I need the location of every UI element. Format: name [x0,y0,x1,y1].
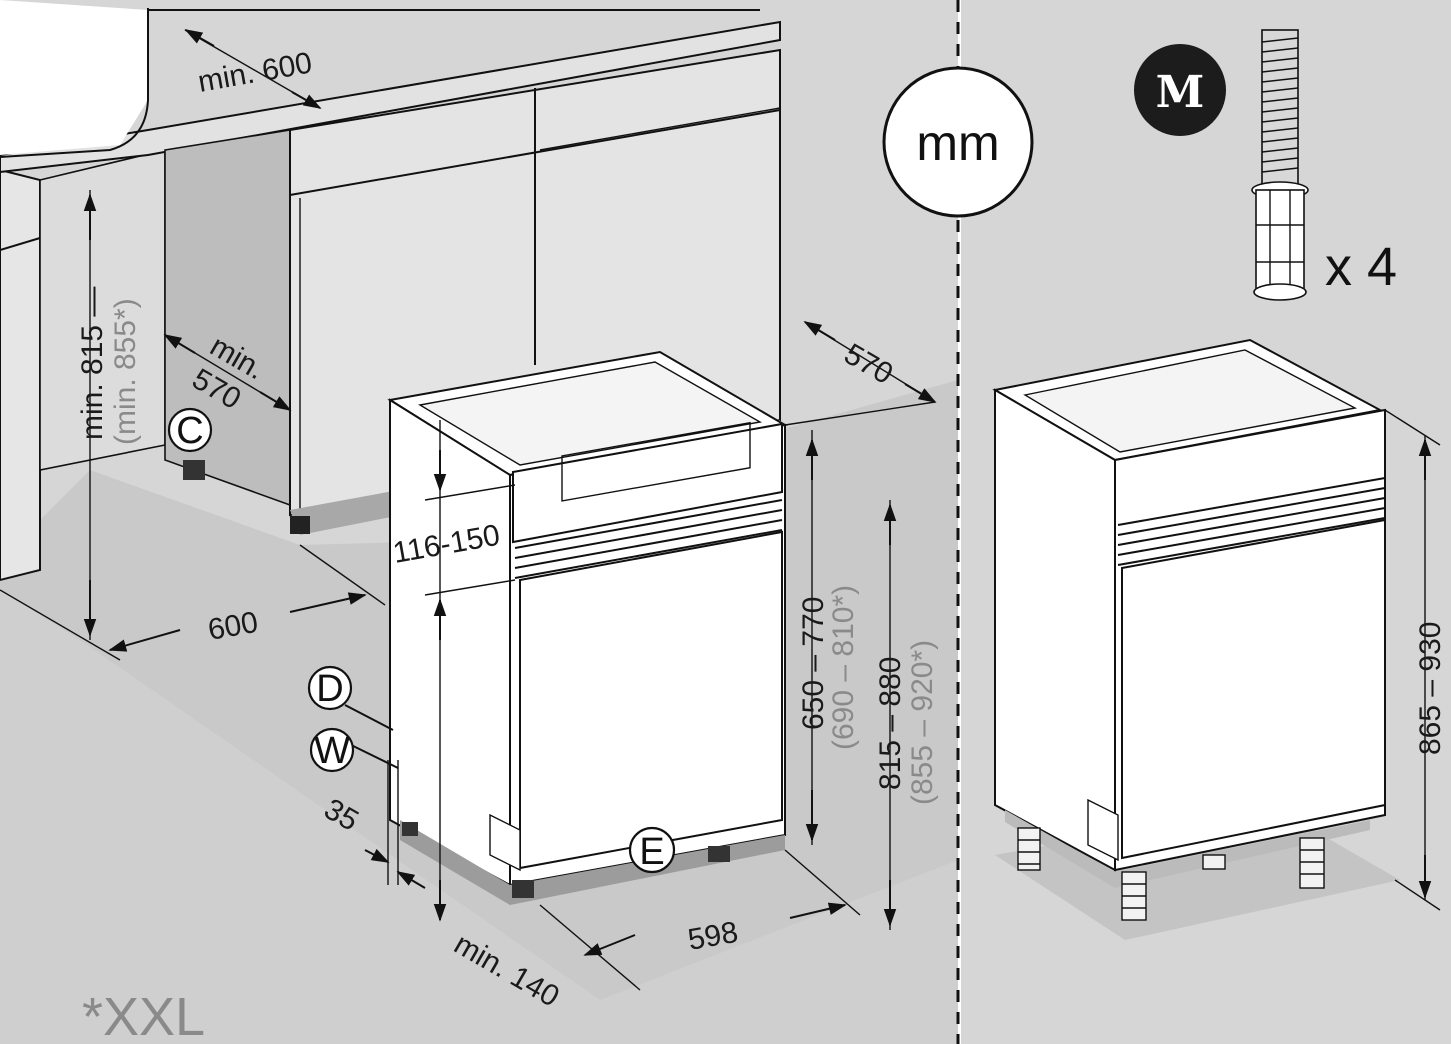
dim-adjusted-height: 865 – 930 [1414,622,1447,755]
dim-niche-height-xxl: (min. 855*) [109,298,142,445]
callout-leaders [344,704,399,769]
countertop [0,0,781,174]
xxl-footnote: *XXL [82,987,205,1044]
unit-badge-label: mm [916,115,999,171]
callout-w: W [314,730,350,772]
accessory-quantity: x 4 [1325,237,1397,297]
dim-door-height: 650 – 770 [797,597,830,730]
callout-d: D [316,668,343,710]
unit-badge [882,66,1034,218]
callout-e: E [639,831,664,873]
callout-c: C [176,410,203,452]
dim-niche-height: min. 815 — [76,287,109,440]
adjustable-feet [1017,827,1325,921]
dim-door-height-xxl: (690 – 810*) [827,585,860,750]
dim-appliance-height: 815 – 880 [874,657,907,790]
brand-badge [1134,44,1226,136]
dishwasher-main [387,350,788,905]
brand-badge-label: M [1156,67,1205,118]
right-dimension-lines [1384,409,1441,911]
left-base-cabinet [0,148,166,582]
dimension-lines [0,29,937,991]
callout-circles [167,407,676,874]
dishwasher-adjusted [992,338,1386,888]
dim-appliance-height-xxl: (855 – 920*) [906,640,939,805]
leveling-foot-icon [1251,29,1309,301]
